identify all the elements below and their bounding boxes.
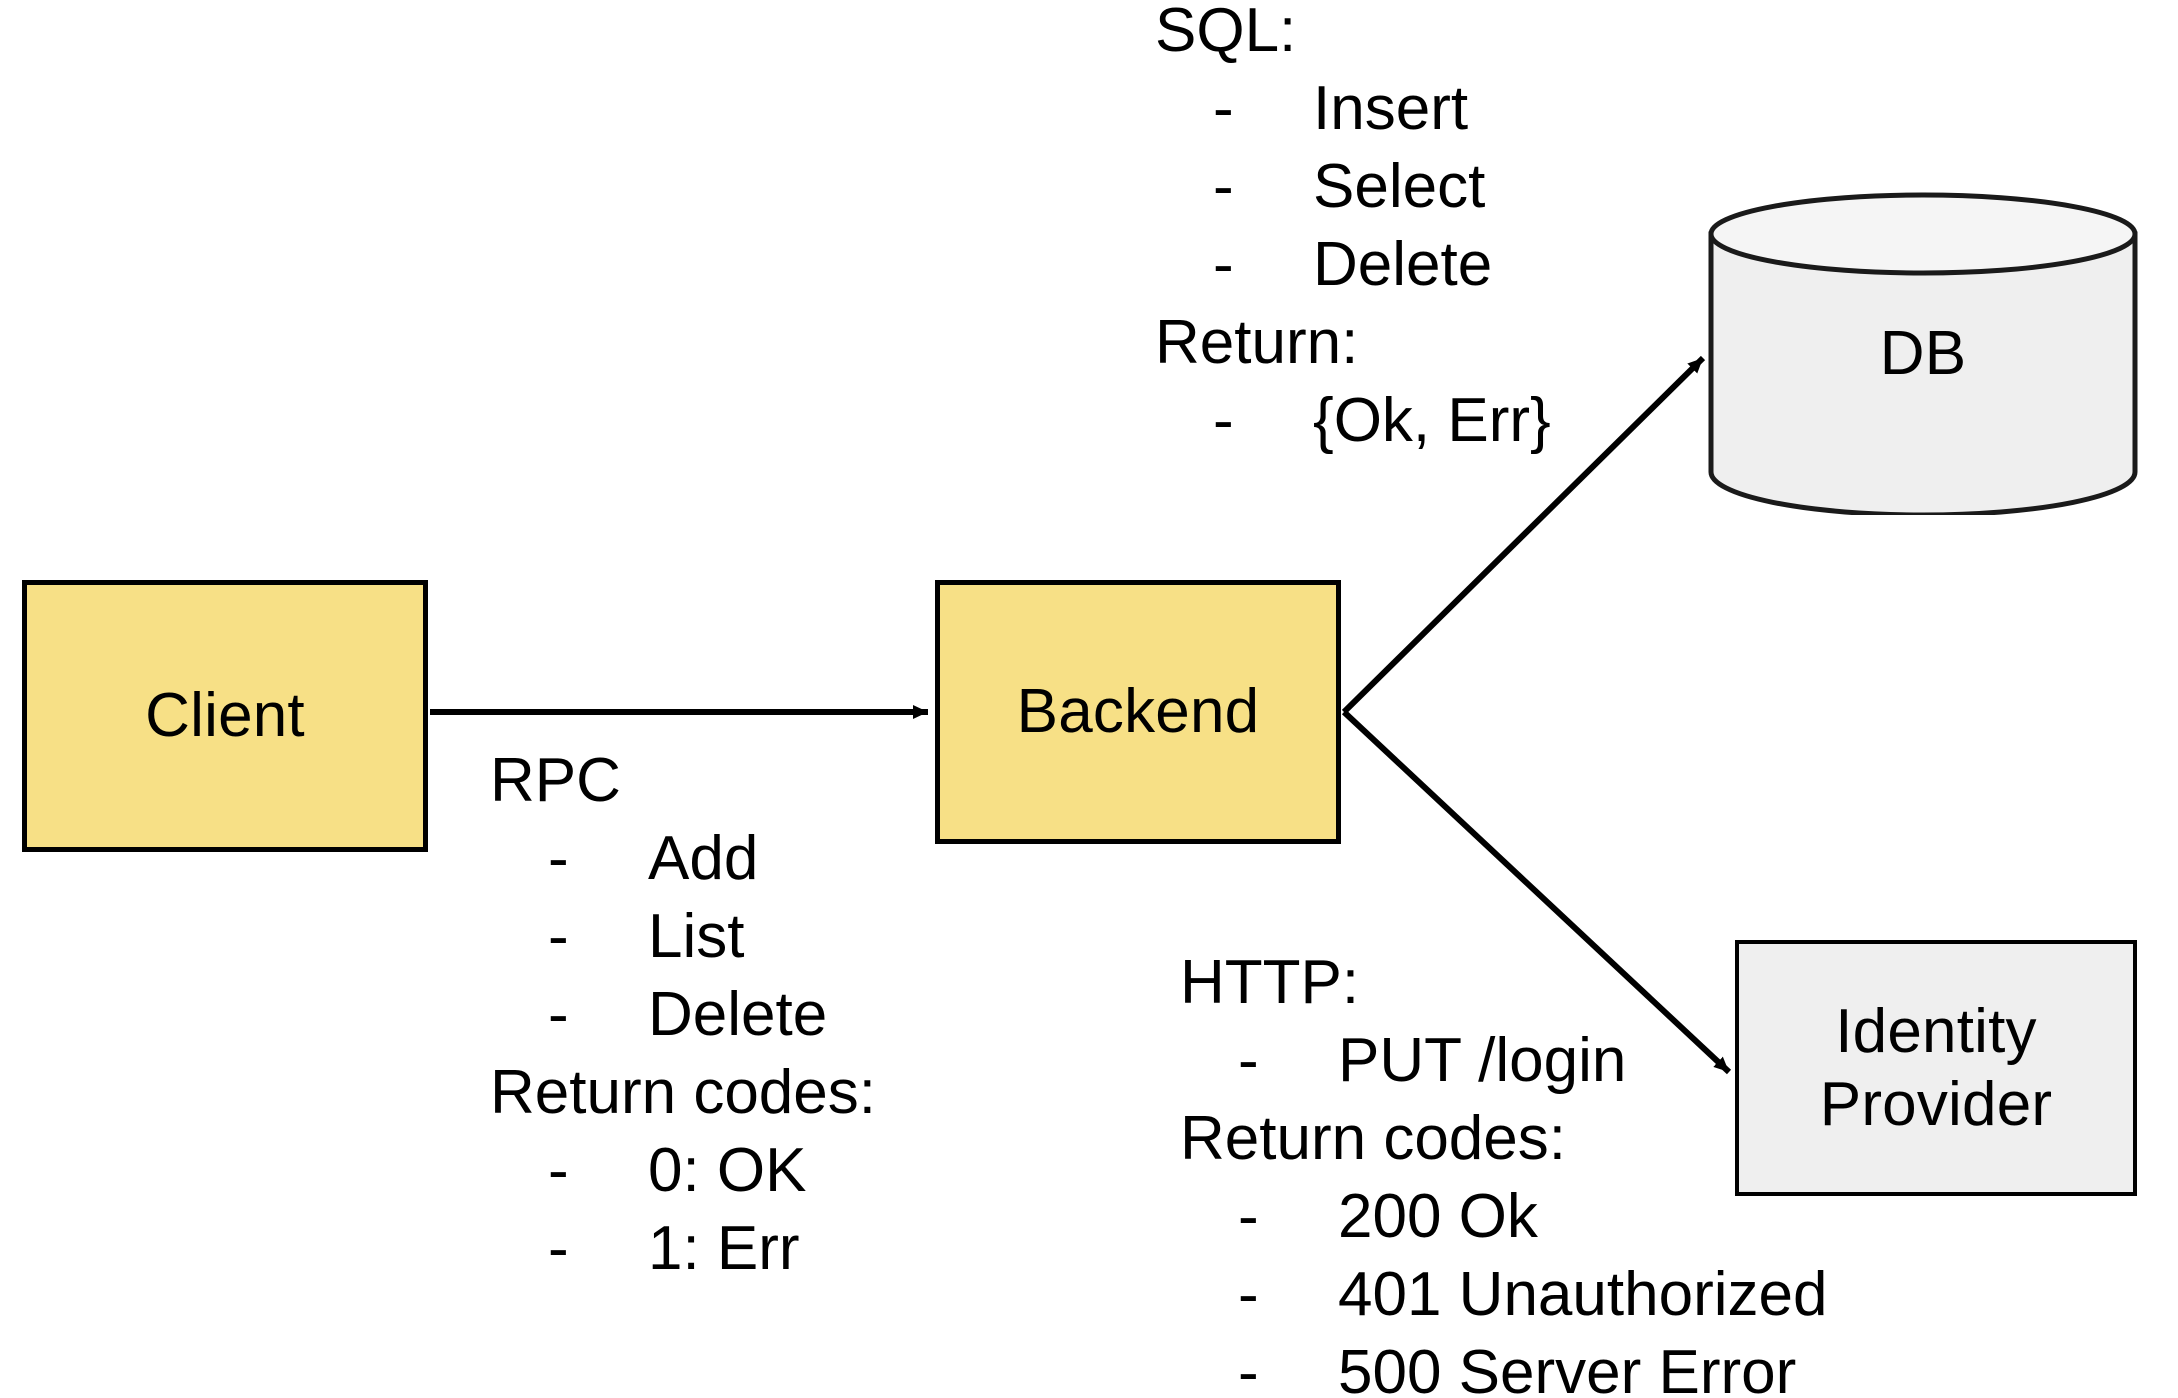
annotation-rpc-item: - Delete: [490, 976, 876, 1054]
annotation-rpc-header: RPC: [490, 746, 621, 815]
edge-backend-to-identity-provider: [1341, 709, 1732, 1075]
annotation-sql-return-item: - {Ok, Err}: [1155, 382, 1551, 460]
annotation-sql-return-header: Return:: [1155, 308, 1359, 377]
annotation-sql-item-text: Insert: [1313, 74, 1469, 143]
annotation-rpc-return-item-text: 0: OK: [648, 1136, 807, 1205]
bullet-dash-icon: -: [1213, 74, 1234, 143]
annotation-rpc-return-header: Return codes:: [490, 1058, 876, 1127]
annotation-rpc-return-item: - 1: Err: [490, 1210, 876, 1288]
node-db[interactable]: DB: [1706, 191, 2140, 518]
annotation-http-item: - PUT /login: [1180, 1022, 1827, 1100]
bullet-dash-icon: -: [1238, 1182, 1259, 1251]
node-identity-provider-label-line2: Provider: [1819, 1070, 2053, 1139]
bullet-dash-icon: -: [1213, 386, 1234, 455]
bullet-dash-icon: -: [1238, 1260, 1259, 1329]
node-backend-label: Backend: [1016, 677, 1260, 747]
node-identity-provider-label-line1: Identity: [1835, 996, 2037, 1066]
node-identity-provider[interactable]: Identity Provider: [1735, 940, 2137, 1196]
bullet-dash-icon: -: [548, 1214, 569, 1283]
bullet-dash-icon: -: [1238, 1338, 1259, 1398]
annotation-rpc: RPC - Add - List - Delete Return codes: - 0:…: [490, 742, 876, 1288]
bullet-dash-icon: -: [548, 902, 569, 971]
annotation-http-return-item: - 500 Server Error: [1180, 1334, 1827, 1398]
annotation-http-return-item: - 200 Ok: [1180, 1178, 1827, 1256]
annotation-rpc-return-item: - 0: OK: [490, 1132, 876, 1210]
annotation-sql-return-item-text: {Ok, Err}: [1313, 386, 1551, 455]
annotation-sql-item: - Insert: [1155, 70, 1551, 148]
annotation-sql-item: - Delete: [1155, 226, 1551, 304]
annotation-sql: SQL: - Insert - Select - Delete Return: - {O…: [1155, 0, 1551, 460]
bullet-dash-icon: -: [548, 1136, 569, 1205]
cylinder-shape: [1708, 192, 2138, 518]
annotation-http-return-item-text: 200 Ok: [1338, 1182, 1538, 1251]
annotation-sql-item-text: Select: [1313, 152, 1486, 221]
node-identity-provider-label: Identity Provider: [1820, 995, 2052, 1141]
annotation-http-header: HTTP:: [1180, 948, 1360, 1017]
annotation-http-return-item: - 401 Unauthorized: [1180, 1256, 1827, 1334]
node-db-label: DB: [1879, 318, 1967, 388]
annotation-rpc-item: - List: [490, 898, 876, 976]
annotation-sql-item: - Select: [1155, 148, 1551, 226]
annotation-rpc-item-text: List: [648, 902, 745, 971]
annotation-rpc-item-text: Delete: [648, 980, 828, 1049]
node-backend[interactable]: Backend: [935, 580, 1341, 844]
annotation-rpc-item-text: Add: [648, 824, 759, 893]
node-client[interactable]: Client: [22, 580, 428, 852]
annotation-http-return-header: Return codes:: [1180, 1104, 1566, 1173]
annotation-rpc-item: - Add: [490, 820, 876, 898]
annotation-http: HTTP: -PUT /login Return codes: -200 Ok …: [1180, 944, 1827, 1398]
annotation-rpc-return-item-text: 1: Err: [648, 1214, 800, 1283]
annotation-sql-item-text: Delete: [1313, 230, 1493, 299]
annotation-http-item-text: PUT /login: [1338, 1026, 1627, 1095]
bullet-dash-icon: -: [1213, 152, 1234, 221]
annotation-http-return-item-text: 401 Unauthorized: [1338, 1260, 1828, 1329]
annotation-sql-header: SQL:: [1155, 0, 1297, 65]
bullet-dash-icon: -: [1238, 1026, 1259, 1095]
bullet-dash-icon: -: [548, 824, 569, 893]
annotation-http-return-item-text: 500 Server Error: [1338, 1338, 1797, 1398]
node-client-label: Client: [145, 681, 305, 751]
bullet-dash-icon: -: [548, 980, 569, 1049]
edge-backend-to-db: [1341, 355, 1706, 715]
bullet-dash-icon: -: [1213, 230, 1234, 299]
